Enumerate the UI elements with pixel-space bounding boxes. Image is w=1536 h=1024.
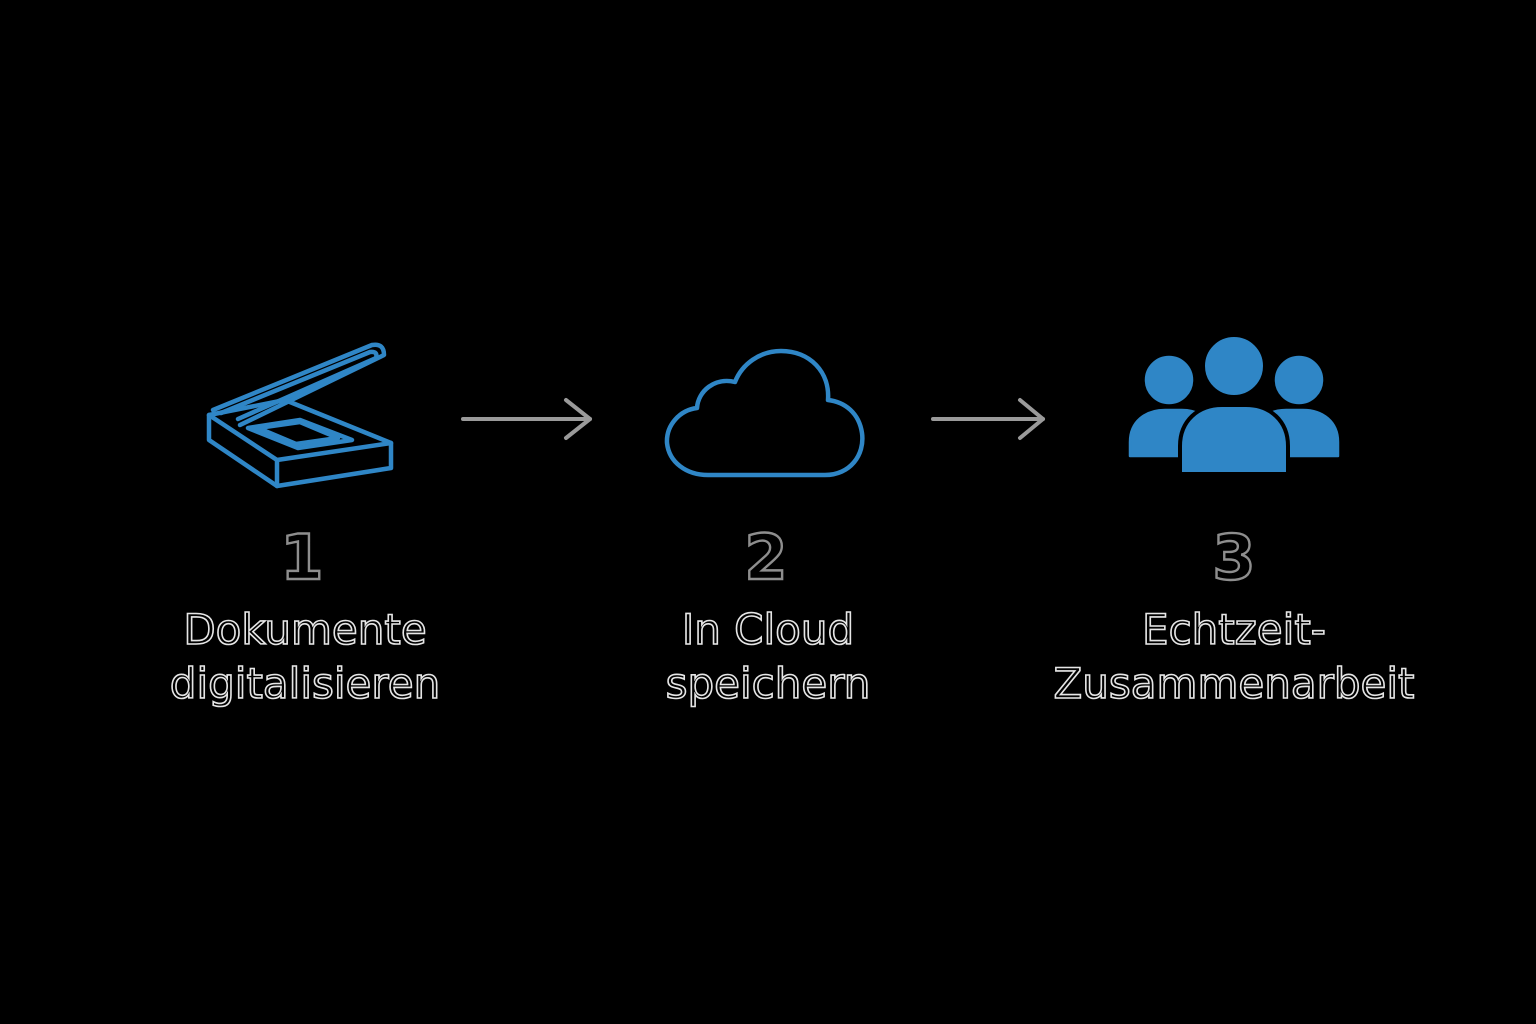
cloud-icon [660,345,870,480]
step-label-line: speichern [665,658,871,709]
step-label-line: Zusammenarbeit [1053,658,1416,709]
users-group-icon [1125,333,1345,480]
step-label: In Cloud speichern [583,603,953,711]
arrow-right-icon [460,398,595,442]
scanner-icon [200,335,405,495]
step-label: Echtzeit- Zusammenarbeit [1014,603,1454,711]
step-label: Dokumente digitalisieren [120,603,490,711]
step-label-line: In Cloud [681,604,855,655]
step-label-line: Echtzeit- [1141,604,1327,655]
step-label-line: digitalisieren [169,658,441,709]
arrow-right-icon [930,398,1048,442]
step-number: 2 [743,521,789,594]
step-label-line: Dokumente [183,604,428,655]
step-number: 1 [279,521,325,594]
step-number: 3 [1211,521,1257,594]
